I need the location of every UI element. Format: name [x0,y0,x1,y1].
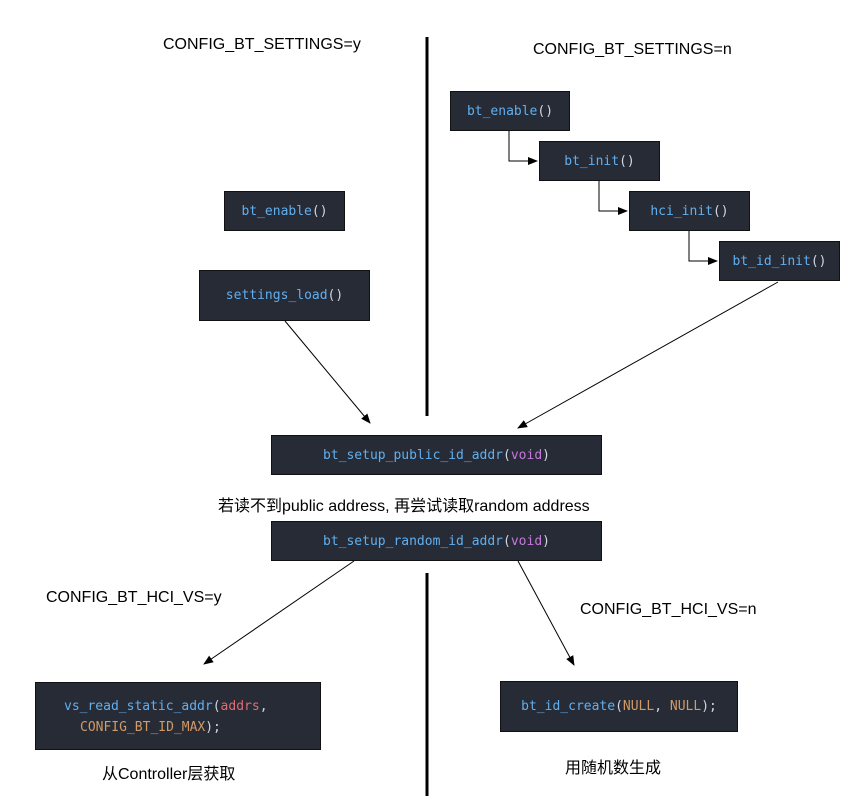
box-bt-enable-left: bt_enable() [224,191,345,231]
arrow-bt-id-init-to-setup-public [517,281,779,429]
kw-setup-random: void [510,533,543,549]
fn-setup-random: bt_setup_random_id_addr [323,533,504,549]
open-vs-read: ( [212,699,221,714]
fn-bt-enable-right: bt_enable [466,103,538,119]
box-setup-public-id-addr: bt_setup_public_id_addr(void) [271,435,602,475]
punc-bt-init: () [619,153,635,169]
close-setup-public: ) [542,447,550,463]
comma-id-create: , [654,699,670,714]
note-random-gen: 用随机数生成 [565,760,662,777]
box-settings-load: settings_load() [199,270,370,321]
fn-hci-init: hci_init [650,203,713,219]
punc-settings-load: () [327,288,344,303]
close-setup-random: ) [542,533,550,549]
box-bt-enable-right: bt_enable() [450,91,570,131]
note-fallback: 若读不到public address, 再尝试读取random address [218,498,590,515]
comma-vs-read: , [259,699,268,714]
param-addrs: addrs [220,699,260,714]
open-setup-public: ( [503,447,511,463]
box-bt-init: bt_init() [539,141,660,181]
fn-settings-load: settings_load [225,288,328,303]
heading-settings-y: CONFIG_BT_SETTINGS=y [163,36,361,53]
heading-hci-vs-y: CONFIG_BT_HCI_VS=y [46,589,222,606]
fn-setup-public: bt_setup_public_id_addr [323,447,504,463]
note-from-controller: 从Controller层获取 [102,766,236,783]
punc-bt-enable-right: () [537,103,554,119]
punc-bt-id-init: () [810,253,827,269]
arrow-setup-random-to-id-create [517,560,575,666]
connector-hci-init-to-bt-id-init [688,231,718,265]
open-setup-random: ( [503,533,511,549]
box-bt-id-create: bt_id_create(NULL, NULL); [500,681,738,732]
vs-read-line-2: CONFIG_BT_ID_MAX); [64,717,320,738]
close-vs-read: ); [205,720,221,735]
heading-hci-vs-n: CONFIG_BT_HCI_VS=n [580,601,757,618]
arg2-null: NULL [669,699,702,714]
const-config-bt-id-max: CONFIG_BT_ID_MAX [80,720,206,735]
box-setup-random-id-addr: bt_setup_random_id_addr(void) [271,521,602,561]
fn-bt-init: bt_init [564,153,620,169]
connector-bt-init-to-hci-init [598,181,628,215]
punc-hci-init: () [712,203,729,219]
connector-bt-enable-to-bt-init [508,131,538,165]
arrow-setup-random-to-vs-read [203,560,355,665]
box-hci-init: hci_init() [629,191,750,231]
arg1-null: NULL [622,699,655,714]
fn-bt-id-init: bt_id_init [732,253,811,269]
heading-settings-n: CONFIG_BT_SETTINGS=n [533,41,732,58]
close-id-create: ); [701,699,717,714]
fn-bt-id-create: bt_id_create [521,699,616,714]
open-id-create: ( [615,699,623,714]
box-vs-read-static-addr: vs_read_static_addr(addrs, CONFIG_BT_ID_… [35,682,321,750]
box-bt-id-init: bt_id_init() [719,241,840,281]
vs-read-line-1: vs_read_static_addr(addrs, [64,696,320,717]
kw-setup-public: void [510,447,543,463]
fn-bt-enable-left: bt_enable [241,203,312,219]
punc-bt-enable-left: () [311,203,328,219]
fn-vs-read: vs_read_static_addr [64,699,213,714]
arrow-settings-load-to-setup-public [284,320,371,424]
